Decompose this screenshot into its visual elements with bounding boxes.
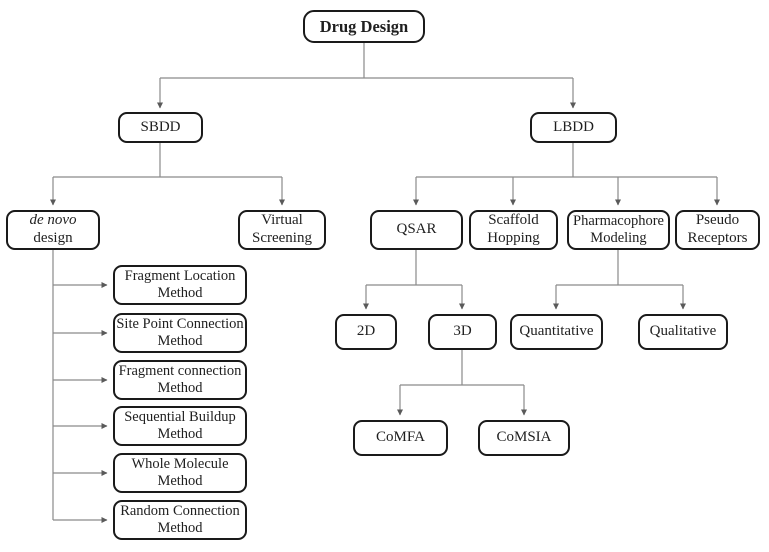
node-label: Quantitative — [519, 323, 594, 340]
node-comsia: CoMSIA — [478, 420, 570, 456]
node-label-line1: Fragment connection — [118, 362, 242, 379]
node-label-line1: Fragment Location — [124, 267, 236, 284]
node-label: Drug Design — [319, 16, 409, 36]
node-label: QSAR — [396, 221, 437, 238]
node-whole-molecule-method: Whole Molecule Method — [113, 453, 247, 493]
node-label-line2: Modeling — [590, 230, 647, 246]
node-label-line2: Method — [157, 285, 203, 301]
node-label-line1: Scaffold — [488, 212, 539, 229]
node-3d: 3D — [428, 314, 497, 350]
node-label: CoMFA — [376, 429, 425, 446]
node-label-line2: Method — [157, 333, 203, 349]
node-label-line1: Virtual — [261, 212, 303, 229]
node-label: SBDD — [140, 118, 181, 135]
node-scaffold-hopping: Scaffold Hopping — [469, 210, 558, 250]
node-label: Qualitative — [649, 323, 717, 340]
node-label-line2: Receptors — [687, 230, 748, 246]
node-label-line1: Site Point Connection — [116, 315, 244, 332]
node-label-line2: Method — [157, 380, 203, 396]
node-fragment-connection-method: Fragment connection Method — [113, 360, 247, 400]
node-label-line1: Sequential Buildup — [124, 408, 236, 425]
node-label-line2: design — [33, 230, 73, 246]
node-lbdd: LBDD — [530, 112, 617, 143]
node-label: 3D — [453, 323, 472, 340]
node-label-line2: Hopping — [487, 230, 540, 246]
node-label: CoMSIA — [496, 429, 552, 446]
node-quantitative: Quantitative — [510, 314, 603, 350]
node-qualitative: Qualitative — [638, 314, 728, 350]
node-label-line2: Method — [157, 520, 203, 536]
node-label-line1: Whole Molecule — [131, 455, 229, 472]
connector-lines — [50, 43, 720, 523]
node-label-line2: Screening — [252, 230, 312, 246]
node-pseudo-receptors: Pseudo Receptors — [675, 210, 760, 250]
node-qsar: QSAR — [370, 210, 463, 250]
node-de-novo-design: de novo design — [6, 210, 100, 250]
node-comfa: CoMFA — [353, 420, 448, 456]
node-label-line1: de novo — [29, 212, 77, 229]
node-label-line1: Pseudo — [695, 212, 740, 229]
node-label: LBDD — [553, 118, 594, 135]
node-2d: 2D — [335, 314, 397, 350]
node-label-line1: Random Connection — [120, 502, 240, 519]
node-site-point-connection-method: Site Point Connection Method — [113, 313, 247, 353]
node-sequential-buildup-method: Sequential Buildup Method — [113, 406, 247, 446]
node-pharmacophore-modeling: Pharmacophore Modeling — [567, 210, 670, 250]
node-drug-design: Drug Design — [303, 10, 425, 43]
node-label-line2: Method — [157, 426, 203, 442]
node-sbdd: SBDD — [118, 112, 203, 143]
node-random-connection-method: Random Connection Method — [113, 500, 247, 540]
node-label-line1: Pharmacophore — [573, 212, 664, 229]
node-virtual-screening: Virtual Screening — [238, 210, 326, 250]
node-fragment-location-method: Fragment Location Method — [113, 265, 247, 305]
node-label-line2: Method — [157, 473, 203, 489]
node-label: 2D — [356, 323, 376, 340]
